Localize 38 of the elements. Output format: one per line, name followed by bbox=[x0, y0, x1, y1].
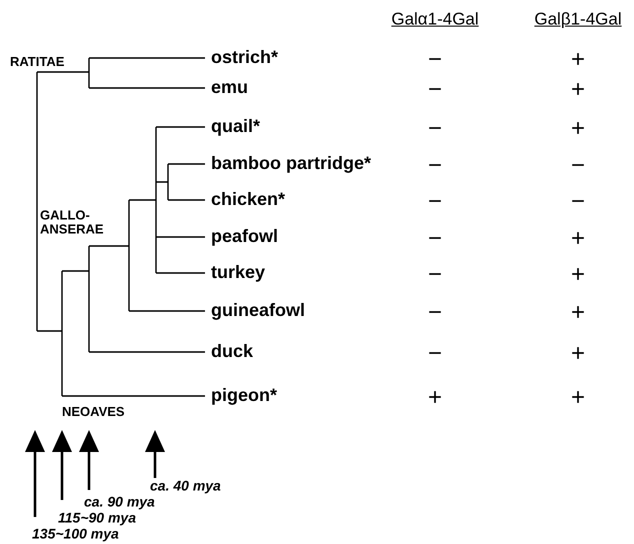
result-sign: + bbox=[428, 384, 442, 412]
species-name: emu bbox=[211, 78, 248, 98]
species-name: guineafowl bbox=[211, 301, 305, 321]
result-sign: − bbox=[571, 152, 585, 180]
species-name: turkey bbox=[211, 263, 266, 283]
result-sign: − bbox=[428, 46, 442, 74]
species-name: peafowl bbox=[211, 227, 278, 247]
result-sign: − bbox=[428, 152, 442, 180]
result-sign: − bbox=[428, 116, 442, 142]
species-name: duck bbox=[211, 342, 254, 362]
result-sign: − bbox=[428, 262, 442, 288]
species-name: pigeon* bbox=[211, 386, 277, 406]
time-label: 115~90 mya bbox=[58, 510, 136, 526]
time-label: ca. 90 mya bbox=[84, 494, 155, 510]
species-name: bamboo partridge* bbox=[211, 154, 372, 174]
result-sign: − bbox=[428, 300, 442, 326]
result-sign: + bbox=[571, 262, 585, 288]
result-sign: + bbox=[571, 226, 585, 252]
clade-label: NEOAVES bbox=[62, 404, 125, 420]
result-sign: − bbox=[571, 188, 585, 216]
result-sign: + bbox=[571, 340, 585, 368]
species-name: chicken* bbox=[211, 190, 286, 210]
result-sign: − bbox=[428, 188, 442, 216]
column-header: Galβ1-4Gal bbox=[534, 10, 622, 30]
column-header: Galα1-4Gal bbox=[391, 10, 479, 30]
species-name: ostrich* bbox=[211, 48, 278, 68]
result-sign: − bbox=[428, 340, 442, 368]
result-sign: + bbox=[571, 116, 585, 142]
time-label: 135~100 mya bbox=[32, 526, 119, 542]
result-sign: + bbox=[571, 384, 585, 412]
time-label: ca. 40 mya bbox=[150, 478, 221, 494]
clade-label: RATITAE bbox=[10, 54, 64, 70]
result-sign: + bbox=[571, 76, 585, 104]
result-sign: + bbox=[571, 300, 585, 326]
result-sign: − bbox=[428, 226, 442, 252]
result-sign: − bbox=[428, 76, 442, 104]
species-name: quail* bbox=[211, 117, 260, 137]
result-sign: + bbox=[571, 46, 585, 74]
